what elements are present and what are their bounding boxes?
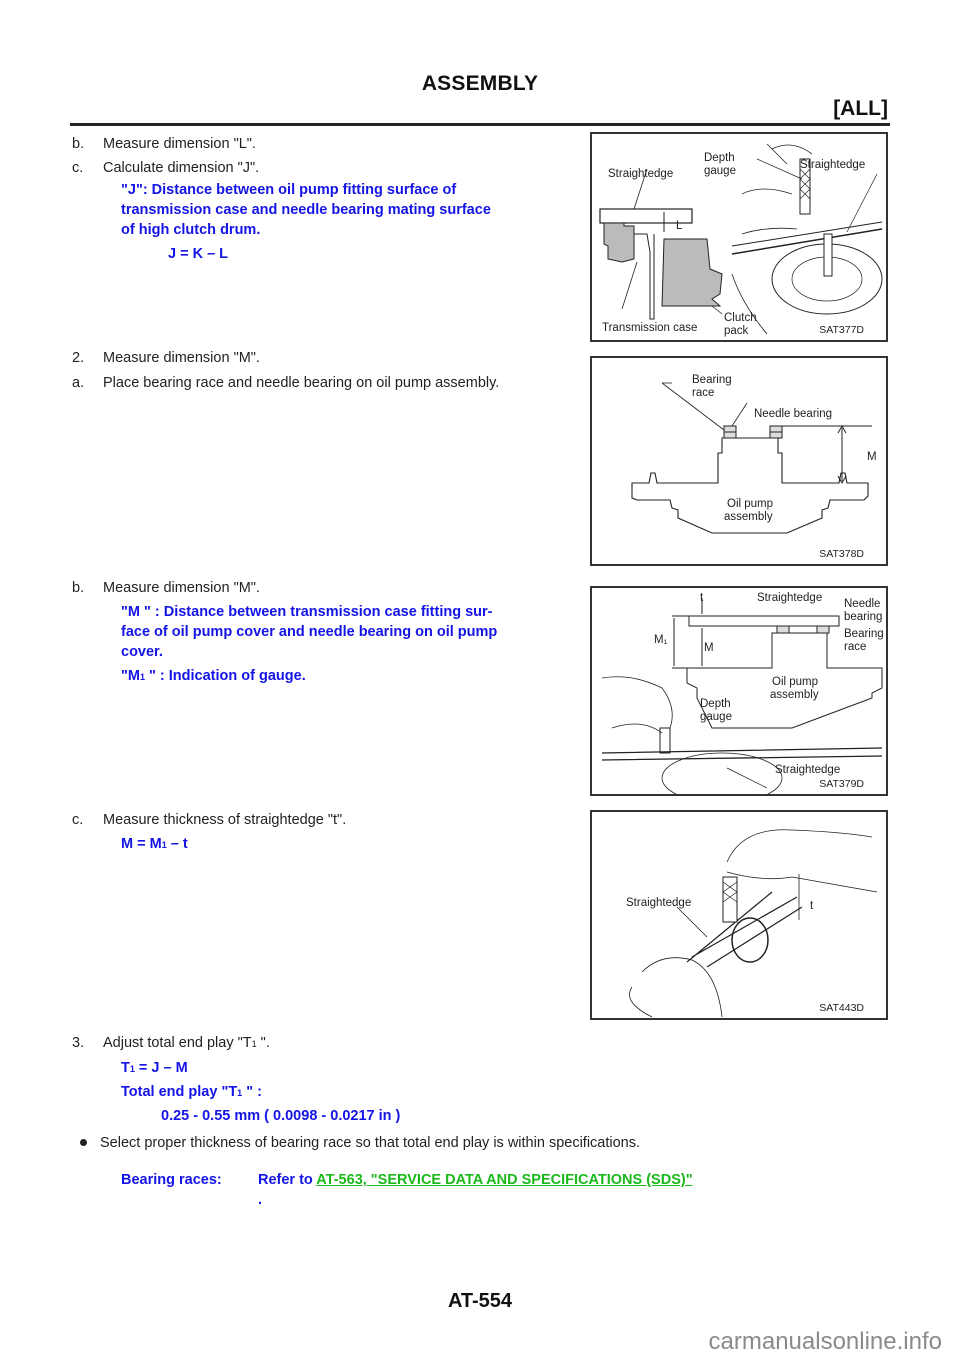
bullet-icon: [80, 1139, 87, 1146]
step-text: Adjust total end play "T1 ".: [103, 1035, 270, 1051]
formula-pre: M = M: [121, 836, 162, 852]
label-bearing: Bearing: [692, 374, 732, 386]
straightedge-depth-gauge-illustration: [599, 143, 883, 335]
m-definition-line: "M " : Distance between transmission cas…: [121, 604, 493, 620]
m-dimension-gauge-illustration: [601, 598, 883, 794]
step-text: Place bearing race and needle bearing on…: [103, 375, 500, 391]
bearing-races-label: Bearing races:: [121, 1172, 222, 1188]
figure-sat443d: Straightedge t SAT443D: [590, 810, 888, 1020]
figure-caption: SAT379D: [819, 778, 864, 790]
label-pre: Total end play "T: [121, 1084, 238, 1100]
m-definition-line: face of oil pump cover and needle bearin…: [121, 624, 498, 640]
m1-definition: "M1 " : Indication of gauge.: [121, 666, 306, 687]
step-label: 2.: [72, 350, 85, 366]
j-formula: J = K – L: [168, 246, 229, 262]
label-assembly: assembly: [724, 511, 773, 523]
label-depth: Depth: [704, 152, 735, 164]
step-label: c.: [72, 812, 84, 828]
j-definition-line: "J": Distance between oil pump fitting s…: [121, 182, 457, 198]
formula-pre: T: [121, 1060, 130, 1076]
label-straightedge: Straightedge: [608, 168, 674, 180]
m-definition: "M " : Distance between transmission cas…: [121, 602, 497, 662]
step-text-pre: Adjust total end play "T: [103, 1035, 252, 1051]
label-l: L: [676, 220, 683, 232]
step-text: Calculate dimension "J".: [103, 160, 260, 176]
page-number: AT-554: [447, 1290, 513, 1312]
formula-post: – t: [166, 836, 188, 852]
label-gauge: gauge: [700, 711, 732, 723]
step-text-subscript: 1: [251, 1039, 257, 1049]
formula-subscript: 1: [161, 840, 167, 850]
label-straightedge: Straightedge: [800, 159, 866, 171]
label-m: M: [867, 451, 877, 463]
label-t: t: [700, 592, 704, 604]
label-post: " :: [242, 1084, 262, 1100]
total-end-play-label: Total end play "T1 " :: [121, 1082, 262, 1103]
m1-subscript: 1: [139, 672, 145, 682]
m1-pre: "M: [121, 668, 140, 684]
step-label: b.: [72, 136, 85, 152]
step-label: c.: [72, 160, 84, 176]
figure-caption: SAT378D: [819, 548, 864, 560]
step-text: Measure dimension "M".: [103, 350, 260, 366]
t-formula: T1 = J – M: [121, 1058, 188, 1079]
j-definition-line: transmission case and needle bearing mat…: [121, 202, 491, 218]
page-section-title: ASSEMBLY: [421, 72, 539, 95]
m-definition-line: cover.: [121, 644, 163, 660]
j-definition: "J": Distance between oil pump fitting s…: [121, 180, 491, 240]
reference-period: .: [258, 1192, 263, 1208]
header-divider: [70, 123, 890, 126]
sds-link[interactable]: AT-563, "SERVICE DATA AND SPECIFICATIONS…: [316, 1172, 693, 1188]
formula-post: = J – M: [134, 1060, 188, 1076]
step-label: a.: [72, 375, 85, 391]
refer-text: Refer to: [258, 1172, 317, 1188]
label-m1: M₁: [654, 634, 668, 646]
label-gauge: gauge: [704, 165, 736, 177]
label-bearing: Bearing: [844, 628, 884, 640]
step-text: Measure dimension "M".: [103, 580, 260, 596]
watermark: carmanualsonline.info: [708, 1328, 942, 1355]
bearing-races-reference: Refer to AT-563, "SERVICE DATA AND SPECI…: [258, 1170, 693, 1190]
label-clutch: Clutch: [724, 312, 757, 324]
label-depth: Depth: [700, 698, 731, 710]
label-straightedge: Straightedge: [775, 764, 841, 776]
label-subscript: 1: [237, 1088, 243, 1098]
label-m: M: [704, 642, 714, 654]
total-end-play-value: 0.25 - 0.55 mm ( 0.0098 - 0.0217 in ): [161, 1108, 401, 1124]
figure-caption: SAT443D: [819, 1002, 864, 1014]
label-needle-bearing: Needle bearing: [754, 408, 833, 420]
label-transmission-case: Transmission case: [602, 322, 698, 334]
oil-pump-bearing-illustration: [631, 382, 872, 534]
label-straightedge: Straightedge: [626, 897, 692, 909]
label-race: race: [692, 387, 715, 399]
label-assembly: assembly: [770, 689, 819, 701]
step-text: Measure thickness of straightedge "t".: [103, 812, 347, 828]
label-oil-pump: Oil pump: [727, 498, 774, 510]
label-pack: pack: [724, 325, 749, 337]
step-text: Measure dimension "L".: [103, 136, 256, 152]
figure-sat378d: Bearing race Needle bearing M Oil pump a…: [590, 356, 888, 566]
figure-sat379d: t Straightedge Needle bearing Bearing ra…: [590, 586, 888, 796]
straightedge-thickness-illustration: [629, 829, 878, 1018]
m1-post: " : Indication of gauge.: [144, 668, 306, 684]
label-oil-pump: Oil pump: [772, 676, 819, 688]
j-definition-line: of high clutch drum.: [121, 222, 261, 238]
figure-sat377d: Straightedge Depth gauge Straightedge L …: [590, 132, 888, 342]
m-formula: M = M1 – t: [121, 834, 188, 855]
step-label: 3.: [72, 1035, 85, 1051]
label-needle: Needle: [844, 598, 881, 610]
formula-subscript: 1: [129, 1064, 135, 1074]
label-t: t: [810, 900, 814, 912]
label-straightedge: Straightedge: [757, 592, 823, 604]
label-race: race: [844, 641, 867, 653]
step-label: b.: [72, 580, 85, 596]
scope-tag: [ALL]: [833, 97, 888, 120]
label-bearing: bearing: [844, 611, 883, 623]
bullet-text: Select proper thickness of bearing race …: [100, 1135, 641, 1151]
step-text-post: ".: [256, 1035, 270, 1051]
figure-caption: SAT377D: [819, 324, 864, 336]
